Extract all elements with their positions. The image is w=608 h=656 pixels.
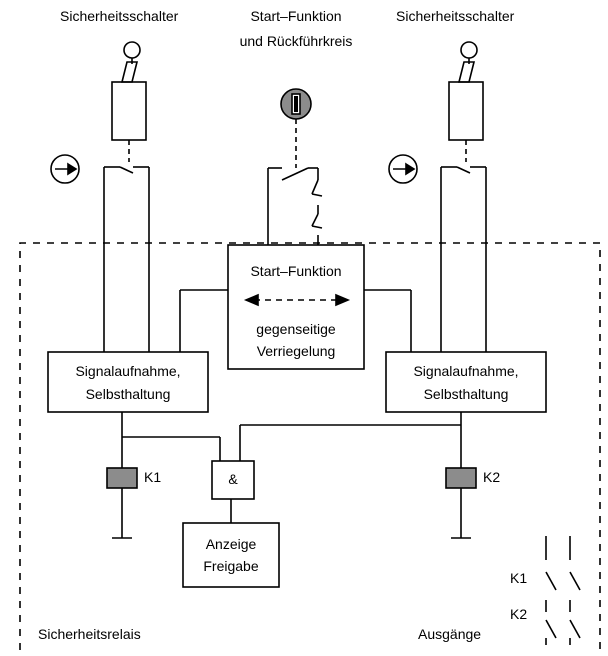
cross-connections (179, 289, 412, 352)
left-contact (103, 166, 150, 352)
start-function-box (227, 244, 365, 370)
start-box-line3: Verriegelung (256, 343, 336, 359)
left-switch-title: Sicherheitsschalter (60, 8, 179, 24)
relay-enclosure-border (19, 242, 601, 650)
output-k2-label: K2 (510, 606, 528, 622)
k2-coil-label: K2 (483, 469, 501, 485)
output-box-line1: Anzeige (205, 536, 257, 552)
left-actuator-icon (50, 154, 80, 184)
and-gate (211, 460, 255, 500)
output-k1-label: K1 (510, 570, 528, 586)
left-signal-box (47, 351, 209, 413)
start-title-line1: Start–Funktion (250, 8, 342, 24)
and-gate-label: & (228, 471, 238, 487)
right-signal-box (385, 351, 547, 413)
right-contact (440, 166, 487, 352)
k1-coil-label: K1 (144, 469, 162, 485)
right-box-line1: Signalaufnahme, (413, 363, 519, 379)
outputs-label: Ausgänge (418, 626, 482, 642)
start-title-line2: und Rückführkreis (239, 33, 353, 49)
left-safety-switch (111, 41, 147, 162)
left-box-line2: Selbsthaltung (85, 386, 171, 402)
right-actuator-icon (388, 154, 418, 184)
right-switch-title: Sicherheitsschalter (396, 8, 515, 24)
output-contacts (545, 536, 581, 645)
output-box-line2: Freigabe (203, 558, 259, 574)
output-box (182, 522, 280, 588)
start-contact (267, 167, 323, 245)
relay-label: Sicherheitsrelais (38, 626, 141, 642)
interlock-arrow (243, 293, 351, 307)
k2-coil (445, 467, 477, 489)
start-key-icon (280, 88, 312, 168)
right-safety-switch (448, 41, 484, 162)
right-box-line2: Selbsthaltung (423, 386, 509, 402)
left-box-line1: Signalaufnahme, (75, 363, 181, 379)
k1-coil (106, 467, 138, 489)
start-box-title: Start–Funktion (250, 263, 342, 279)
start-box-line2: gegenseitige (256, 321, 336, 337)
lower-wiring (112, 412, 471, 539)
